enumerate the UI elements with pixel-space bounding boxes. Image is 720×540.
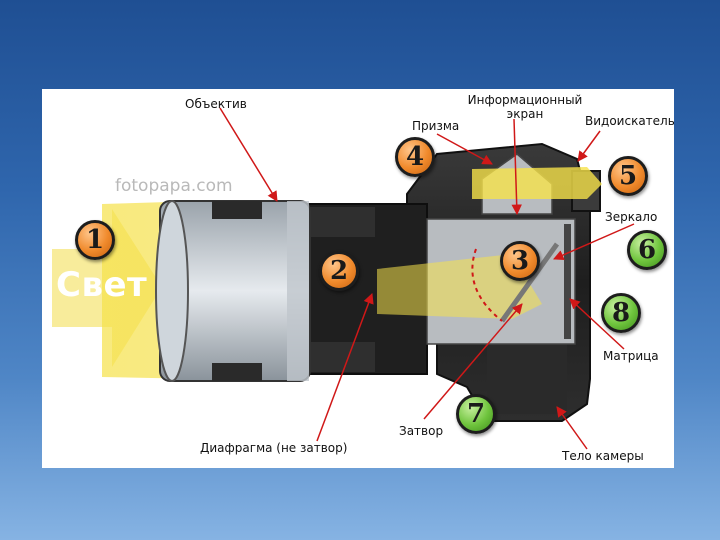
focus-ring [310,207,375,237]
badge-4: 4 [395,137,435,177]
camera-diagram: fotopapa.com Свет Объектив Информационны… [42,89,674,468]
label-prism: Призма [412,119,460,133]
front-glass [155,200,189,382]
label-lens: Объектив [185,97,247,111]
watermark: fotopapa.com [115,176,233,196]
viewfinder-beam [472,167,602,199]
badge-7: 7 [456,394,496,434]
camera-illustration [52,107,635,450]
grip [487,344,567,414]
label-info-screen: Информационный экран [467,93,583,121]
body-beam [377,254,542,319]
shutter-arc [471,248,503,322]
badge-6: 6 [627,230,667,270]
zoom-ring [310,342,375,372]
label-shutter: Затвор [399,424,444,438]
label-sensor: Матрица [603,349,659,363]
badge-3: 3 [500,241,540,281]
label-viewfinder: Видоискатель [585,114,674,128]
mirror [499,242,560,323]
label-body: Тело камеры [562,449,644,463]
light-label: Свет [56,265,148,305]
badge-5: 5 [608,156,648,196]
badge-1: 1 [75,220,115,260]
sensor [564,224,571,339]
badge-2: 2 [319,251,359,291]
label-aperture: Диафрагма (не затвор) [200,441,348,455]
badge-8: 8 [601,293,641,333]
label-mirror: Зеркало [605,210,658,224]
